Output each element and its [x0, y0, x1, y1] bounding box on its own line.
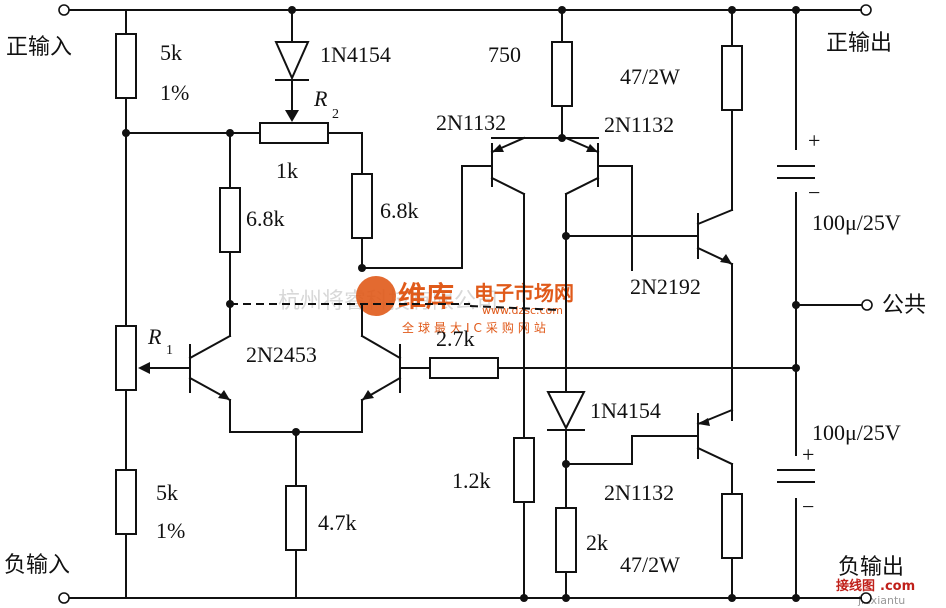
- label-pos-in: 正输入: [6, 35, 72, 60]
- output-capacitors: [777, 150, 815, 498]
- r1-wiper-arrow-icon: [138, 362, 150, 374]
- label-cap-top-plus: +: [808, 128, 820, 153]
- label-common: 公共: [882, 293, 926, 318]
- label-r-5k-bottom-tol: 1%: [156, 518, 185, 543]
- label-q-2n2192: 2N2192: [630, 274, 701, 299]
- label-r-5k-bottom: 5k: [156, 480, 178, 505]
- pos-out-terminal: [860, 4, 872, 16]
- pos-in-terminal: [58, 4, 70, 16]
- output-npn-2n2192: [565, 9, 743, 421]
- label-r2-sub: 2: [332, 107, 339, 122]
- label-q-pnp-bottom: 2N1132: [604, 480, 674, 505]
- label-cap-bottom: 100μ/25V: [812, 420, 901, 445]
- neg-in-terminal: [58, 592, 70, 604]
- label-r1: R: [147, 324, 162, 349]
- diff-pair-2n2453: [188, 303, 499, 599]
- resistor-1k2: [513, 437, 535, 503]
- label-q-pnp-right: 2N1132: [604, 112, 674, 137]
- label-r-47-2w-top: 47/2W: [620, 64, 680, 89]
- label-neg-in: 负输入: [4, 553, 70, 578]
- resistor-r2: [259, 122, 329, 144]
- label-r1-sub: 1: [166, 343, 173, 358]
- label-cap-bottom-minus: −: [802, 494, 814, 519]
- label-r-1k2: 1.2k: [452, 468, 491, 493]
- resistor-750: [551, 41, 573, 107]
- label-r-2k: 2k: [586, 530, 608, 555]
- label-cap-top: 100μ/25V: [812, 210, 901, 235]
- watermark-corner-url: .com: [880, 579, 915, 594]
- label-r-5k-top-tol: 1%: [160, 80, 189, 105]
- label-q-pnp-left: 2N1132: [436, 110, 506, 135]
- label-r2-value: 1k: [276, 158, 298, 183]
- diode-top-icon: [274, 41, 310, 81]
- label-r-47-2w-bottom: 47/2W: [620, 552, 680, 577]
- resistor-6k8-right: [351, 173, 373, 239]
- resistor-5k-bottom: [115, 469, 137, 535]
- label-cap-top-minus: −: [808, 180, 820, 205]
- label-diode-top: 1N4154: [320, 42, 391, 67]
- watermark-slogan: 全球最大IC采购网站: [402, 320, 550, 335]
- label-r-5k-top: 5k: [160, 40, 182, 65]
- neg-out-terminal: [860, 592, 872, 604]
- label-q-2n2453: 2N2453: [246, 342, 317, 367]
- resistor-47-2w-top: [721, 45, 743, 111]
- label-r-6k8-right: 6.8k: [380, 198, 419, 223]
- diode-bottom-icon: [546, 391, 586, 431]
- resistor-2k: [555, 507, 577, 573]
- resistor-6k8-left: [219, 187, 241, 253]
- label-r-750: 750: [488, 42, 521, 67]
- reference-network: [219, 9, 373, 305]
- common-terminal: [861, 299, 873, 311]
- watermark-brand: 维库: [398, 280, 454, 313]
- resistor-5k-top: [115, 33, 137, 99]
- label-cap-bottom-plus: +: [802, 442, 814, 467]
- resistor-47-2w-bottom: [721, 493, 743, 559]
- label-pos-out: 正输出: [826, 31, 892, 56]
- label-r-2k7: 2.7k: [436, 326, 475, 351]
- watermark-corner: 接线图: [836, 578, 875, 594]
- label-neg-out: 负输出: [838, 555, 904, 580]
- watermark-logo-icon: [356, 276, 396, 316]
- label-r-4k7: 4.7k: [318, 510, 357, 535]
- resistor-2k7: [429, 357, 499, 379]
- label-r2: R: [313, 86, 328, 111]
- label-diode-bottom: 1N4154: [590, 398, 661, 423]
- label-r-6k8-left: 6.8k: [246, 206, 285, 231]
- negative-reference: [513, 391, 743, 599]
- resistor-r1: [115, 325, 137, 391]
- pnp-pair-2n1132: [490, 9, 633, 433]
- r2-wiper-arrow-icon: [285, 110, 299, 122]
- resistor-4k7: [285, 485, 307, 551]
